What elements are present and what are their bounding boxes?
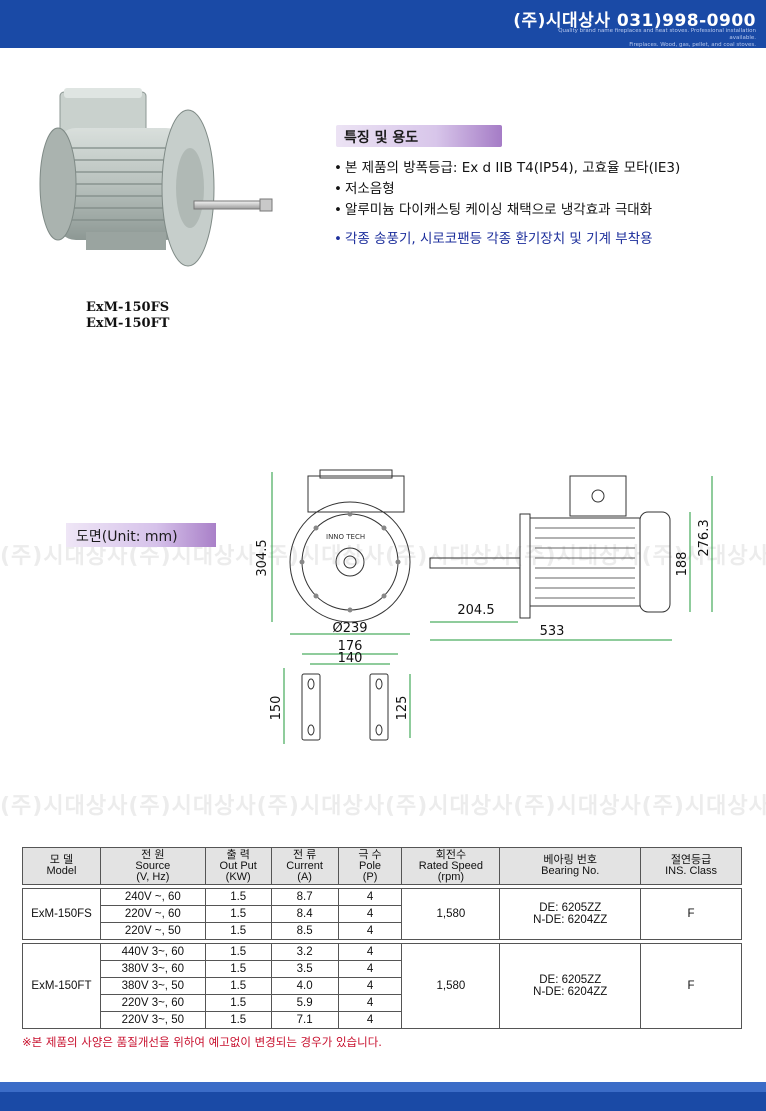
cell-speed: 1,580 — [401, 888, 501, 940]
cell-pole: 4 — [337, 960, 403, 978]
cell-output: 1.5 — [204, 1011, 272, 1029]
spec-footnote: ※본 제품의 사양은 품질개선을 위하여 예고없이 변경되는 경우가 있습니다. — [22, 1035, 382, 1049]
cell-pole: 4 — [337, 888, 403, 906]
cell-output: 1.5 — [204, 977, 272, 995]
cell-source: 380V 3~, 60 — [99, 960, 206, 978]
dim-shaft: 204.5 — [457, 603, 494, 618]
cell-current: 8.5 — [270, 922, 339, 940]
cell-source: 220V 3~, 50 — [99, 1011, 206, 1029]
cell-source: 220V ~, 60 — [99, 905, 206, 923]
motor-illustration — [39, 88, 273, 267]
cell-output: 1.5 — [204, 888, 272, 906]
terminal-box-side — [569, 475, 627, 517]
table-row: ExM-150FT 440V 3~, 60 1.5 3.2 4 1,580 DE… — [22, 943, 742, 1029]
cell-pole: 4 — [337, 905, 403, 923]
cell-current: 7.1 — [270, 1011, 339, 1029]
cell-model: ExM-150FT — [22, 943, 101, 1029]
header-tagline: Quality brand name fireplaces and heat s… — [536, 28, 756, 49]
dim-140: 140 — [338, 651, 363, 666]
cell-current: 3.5 — [270, 960, 339, 978]
cell-pole: 4 — [337, 977, 403, 995]
model-name: ExM-150FT — [86, 316, 170, 331]
cell-current: 4.0 — [270, 977, 339, 995]
feature-item: 본 제품의 방폭등급: Ex d IIB T4(IP54), 고효율 모타(IE… — [334, 158, 680, 179]
cell-source: 380V 3~, 50 — [99, 977, 206, 995]
model-name: ExM-150FS — [86, 300, 170, 315]
tagline-line-2: Fireplaces. Wood, gas, pellet, and coal … — [629, 42, 756, 48]
cell-current: 8.4 — [270, 905, 339, 923]
drawing-title: 도면(Unit: mm) — [76, 529, 178, 545]
drawing-title-banner: 도면(Unit: mm) — [66, 523, 216, 547]
cell-ins-class: F — [640, 943, 742, 1029]
cell-output: 1.5 — [204, 922, 272, 940]
dim-height: 304.5 — [255, 539, 270, 576]
header-bar: (주)시대상사 031)998-0900 Quality brand name … — [0, 0, 766, 48]
feature-item: 알루미늄 다이캐스팅 케이싱 채택으로 냉각효과 극대화 — [334, 200, 680, 221]
dim-176: 176 — [338, 639, 363, 654]
dim-diameter: Ø239 — [332, 621, 367, 636]
cell-pole: 4 — [337, 1011, 403, 1029]
cell-model: ExM-150FS — [22, 888, 101, 940]
features-title: 특징 및 용도 — [344, 130, 419, 146]
cell-output: 1.5 — [204, 943, 272, 961]
cell-pole: 4 — [337, 922, 403, 940]
footer-bar — [0, 1082, 766, 1111]
dim-150: 150 — [269, 696, 284, 721]
company-phone: (주)시대상사 031)998-0900 — [513, 11, 756, 31]
cell-ins-class: F — [640, 888, 742, 940]
foot-left — [301, 673, 321, 741]
terminal-box-front — [307, 475, 405, 513]
cell-source: 440V 3~, 60 — [99, 943, 206, 961]
cell-source: 240V ~, 60 — [99, 888, 206, 906]
dim-length: 533 — [540, 624, 565, 639]
features-list: 본 제품의 방폭등급: Ex d IIB T4(IP54), 고효율 모타(IE… — [334, 158, 680, 221]
brand-label: INNO TECH — [326, 533, 365, 541]
dim-125: 125 — [395, 696, 410, 721]
cell-pole: 4 — [337, 994, 403, 1012]
cell-output: 1.5 — [204, 905, 272, 923]
dim-188: 188 — [675, 552, 690, 577]
table-row: ExM-150FS 240V ~, 60 1.5 8.7 4 1,580 DE:… — [22, 888, 742, 940]
cell-source: 220V ~, 50 — [99, 922, 206, 940]
dim-276-3: 276.3 — [697, 519, 712, 556]
cell-source: 220V 3~, 60 — [99, 994, 206, 1012]
feature-item: 저소음형 — [334, 179, 680, 200]
features-title-banner: 특징 및 용도 — [336, 125, 502, 147]
watermark-row: (주)시대상사(주)시대상사(주)시대상사(주)시대상사(주)시대상사(주)시대… — [0, 794, 766, 819]
table-row: 220V ~, 60 1.5 8.4 4 — [23, 905, 742, 923]
cell-speed: 1,580 — [401, 943, 501, 1029]
table-row: 220V ~, 50 1.5 8.5 4 — [23, 922, 742, 940]
model-names: ExM-150FS ExM-150FT — [86, 300, 169, 332]
cell-pole: 4 — [337, 943, 403, 961]
watermark-text: (주)시대상사 — [0, 544, 129, 569]
footer-stripe — [0, 1082, 766, 1092]
flange-circle — [289, 501, 411, 623]
table-row: 220V 3~, 50 1.5 7.1 4 — [23, 1011, 742, 1029]
tagline-line-1: Quality brand name fireplaces and heat s… — [558, 28, 756, 41]
cell-current: 8.7 — [270, 888, 339, 906]
table-row: 220V 3~, 60 1.5 5.9 4 — [23, 994, 742, 1012]
technical-drawing: INNO TECH 304.5 Ø239 204.5 533 188 276.3… — [255, 469, 713, 744]
cell-current: 5.9 — [270, 994, 339, 1012]
foot-right — [369, 673, 389, 741]
cell-output: 1.5 — [204, 960, 272, 978]
cell-output: 1.5 — [204, 994, 272, 1012]
usage-text: 각종 송풍기, 시로코팬등 각종 환기장치 및 기계 부착용 — [334, 227, 653, 247]
cell-current: 3.2 — [270, 943, 339, 961]
table-row: 380V 3~, 60 1.5 3.5 4 — [23, 960, 742, 978]
